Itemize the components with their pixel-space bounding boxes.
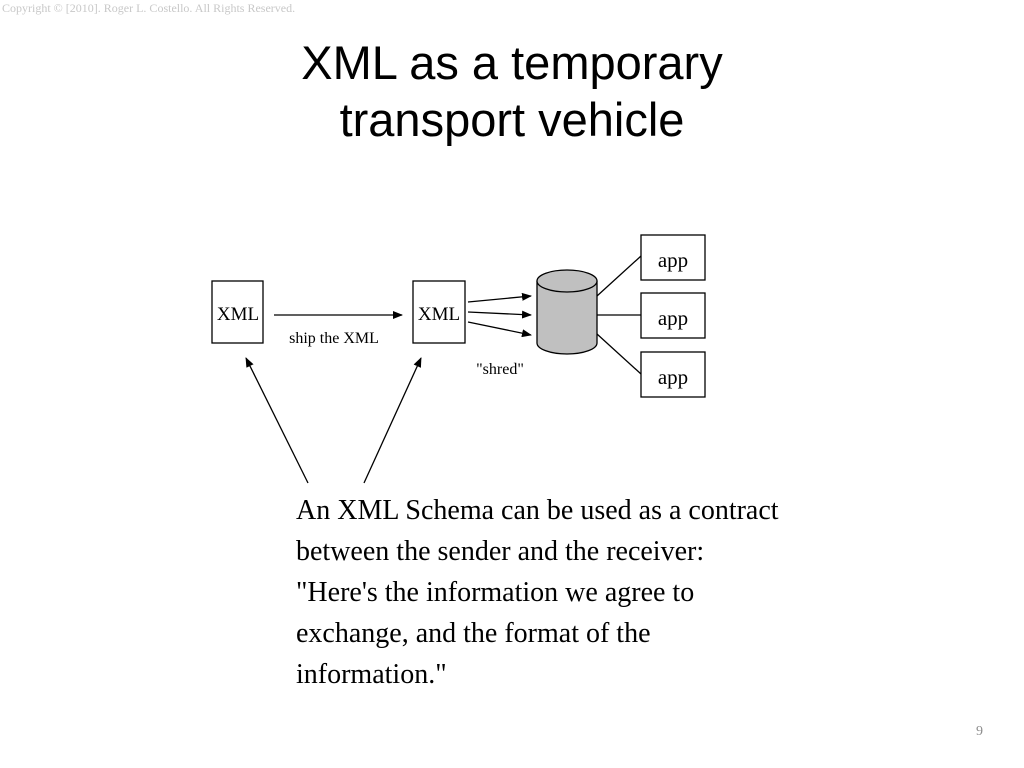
caption-line-1: An XML Schema can be used as a contract	[296, 495, 779, 526]
database-app-connectors	[596, 255, 642, 375]
caption-line-4: exchange, and the format of the	[296, 618, 651, 649]
caption-line-3: "Here's the information we agree to	[296, 577, 695, 608]
database-icon	[536, 269, 598, 355]
schema-contract-arrows	[245, 357, 422, 484]
title-line-1: XML as a temporary	[301, 36, 723, 89]
shred-arrows	[467, 292, 532, 338]
shred-arrow-middle	[467, 310, 532, 319]
caption-line-2: between the sender and the receiver:	[296, 536, 705, 567]
contract-arrow-receiver	[363, 357, 422, 484]
caption-line-5: information."	[296, 659, 447, 690]
connector-app-1	[596, 255, 642, 297]
app-box-1: app	[640, 234, 706, 281]
shred-arrow-bottom	[467, 321, 532, 338]
schema-contract-caption: An XML Schema can be used as a contract …	[296, 490, 916, 695]
shred-label: "shred"	[476, 361, 524, 378]
shred-arrow-top	[467, 292, 532, 303]
app-label-2: app	[658, 306, 688, 330]
contract-arrow-sender	[245, 357, 309, 484]
copyright-notice: Copyright © [2010]. Roger L. Costello. A…	[2, 1, 296, 15]
sender-xml-label: XML	[217, 304, 259, 325]
ship-label: ship the XML	[289, 330, 379, 347]
app-label-3: app	[658, 365, 688, 389]
slide-title: XML as a temporary transport vehicle	[0, 34, 1024, 148]
app-box-2: app	[640, 292, 706, 339]
app-box-3: app	[640, 351, 706, 398]
connector-app-3	[596, 333, 642, 375]
app-label-1: app	[658, 248, 688, 272]
receiver-xml-label: XML	[418, 304, 460, 325]
receiver-xml-document: XML	[412, 280, 466, 344]
title-line-2: transport vehicle	[339, 93, 685, 146]
sender-xml-document: XML	[211, 280, 264, 344]
page-number: 9	[976, 724, 983, 739]
